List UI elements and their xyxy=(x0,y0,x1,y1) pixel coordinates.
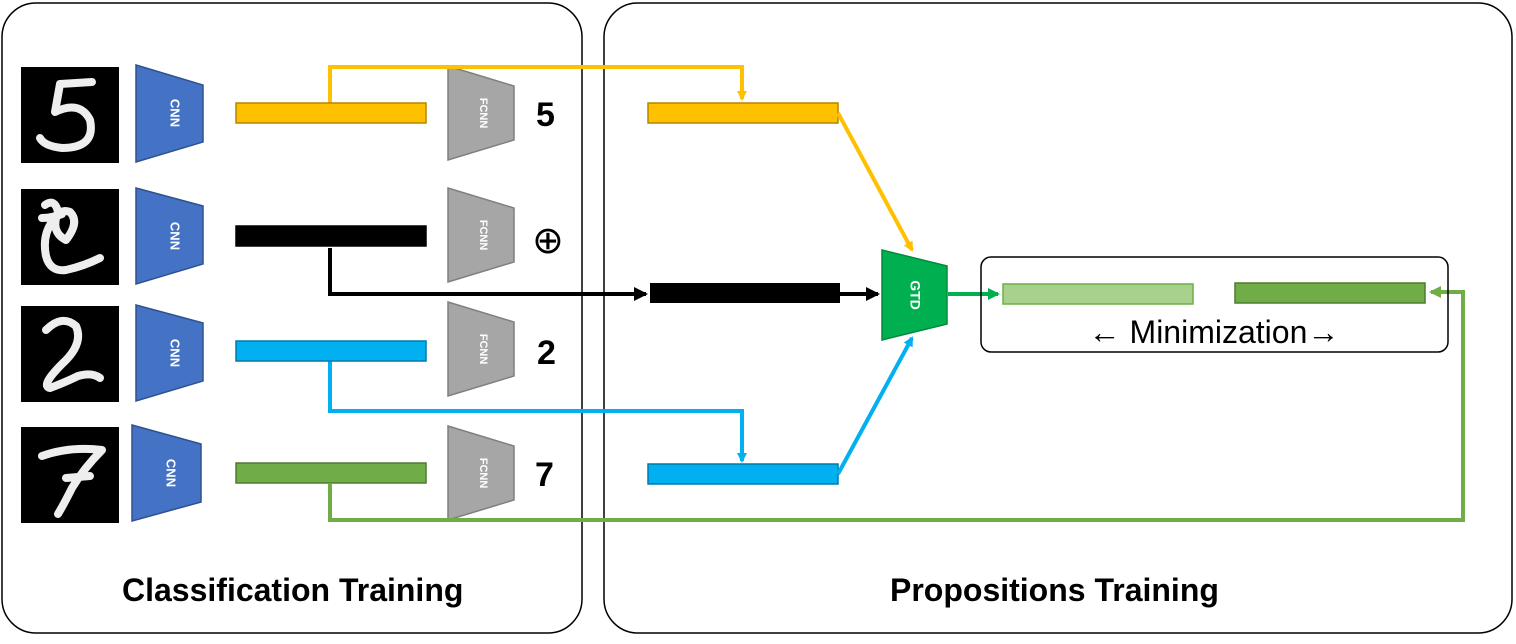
output-label-row2: ⊕ xyxy=(532,220,564,262)
fcnn-label: FCNN xyxy=(477,98,489,129)
proposition-bar-cyan xyxy=(647,463,839,485)
gtd-label: GTD xyxy=(907,280,923,310)
propositions-frame xyxy=(603,2,1513,634)
predicted-bar xyxy=(1002,283,1194,305)
cnn-label: CNN xyxy=(168,222,183,250)
minimization-label: ← Minimization→ xyxy=(1089,314,1340,350)
classification-frame xyxy=(1,2,583,634)
cyan-to-gtd-arrow xyxy=(836,336,914,475)
digit-image-8 xyxy=(21,189,119,285)
green-connector xyxy=(328,286,1465,522)
target-bar xyxy=(1234,282,1426,304)
propositions-title: Propositions Training xyxy=(890,572,1219,608)
cnn-block-row2: CNN xyxy=(135,187,204,286)
cnn-block-row1: CNN xyxy=(135,63,204,164)
yellow-connector xyxy=(328,65,747,103)
cnn-label: CNN xyxy=(168,99,183,127)
minimization-box xyxy=(980,256,1449,353)
cnn-block-row3: CNN xyxy=(135,304,204,403)
classification-title: Classification Training xyxy=(122,572,464,608)
gtd-block: GTD xyxy=(881,249,948,341)
embedding-bar-8 xyxy=(235,225,427,247)
embedding-bar-2 xyxy=(235,340,427,362)
fcnn-block-row2: FCNN xyxy=(447,186,515,284)
output-label-row3: 2 xyxy=(537,334,556,372)
yellow-to-gtd-arrow xyxy=(836,112,914,252)
output-label-row4: 7 xyxy=(535,456,554,494)
embedding-bar-5 xyxy=(235,102,427,124)
cnn-block-row4: CNN xyxy=(131,424,202,522)
cnn-label: CNN xyxy=(164,459,179,487)
black-connector xyxy=(328,248,648,301)
fcnn-label: FCNN xyxy=(477,220,489,251)
digit-image-2 xyxy=(21,306,119,402)
fcnn-block-row3: FCNN xyxy=(447,300,515,398)
proposition-bar-black xyxy=(650,283,840,303)
cyan-connector xyxy=(328,361,747,463)
fcnn-label: FCNN xyxy=(477,458,489,489)
cnn-label: CNN xyxy=(168,339,183,367)
fcnn-block-row1: FCNN xyxy=(447,64,515,162)
embedding-bar-7 xyxy=(235,462,427,484)
fcnn-label: FCNN xyxy=(477,334,489,365)
fcnn-block-row4: FCNN xyxy=(447,424,515,522)
output-label-row1: 5 xyxy=(536,96,555,134)
proposition-bar-yellow xyxy=(647,102,839,124)
digit-image-7 xyxy=(21,427,119,523)
digit-image-5 xyxy=(21,67,119,163)
